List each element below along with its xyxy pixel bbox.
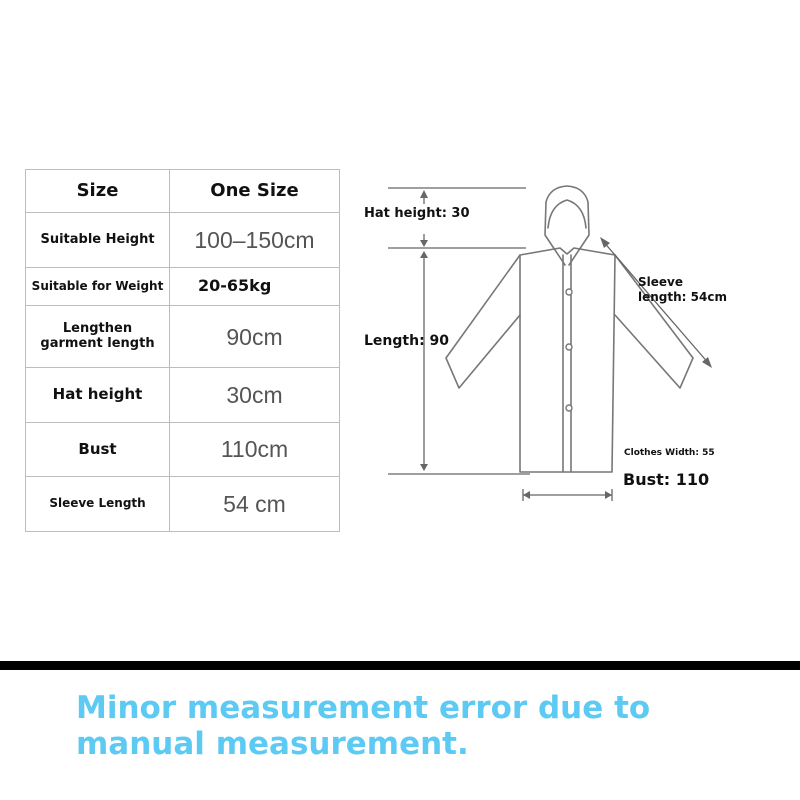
arrowhead	[600, 237, 610, 248]
divider-bar	[0, 661, 800, 670]
arrowhead	[702, 357, 712, 368]
coat-button	[565, 343, 573, 351]
sleeve-annotation-line1: Sleeve	[638, 275, 683, 289]
garment-length-label: Lengthen garment length	[25, 305, 170, 368]
suitable-weight-label: Suitable for Weight	[25, 266, 170, 307]
measurement-error-notice: Minor measurement error due to manual me…	[76, 690, 651, 762]
table-row: Hat height 30cm	[25, 366, 340, 423]
hood-inner	[547, 199, 587, 229]
table-row: Sleeve Length 54 cm	[25, 476, 340, 532]
table-row: Bust 110cm	[25, 421, 340, 478]
table-row: Suitable Height 100–150cm	[25, 212, 340, 268]
raincoat-drawing	[388, 185, 712, 501]
clothes-width-annotation: Clothes Width: 55	[624, 448, 715, 458]
suitable-height-label: Suitable Height	[25, 212, 170, 268]
arrowhead	[420, 240, 428, 247]
sleeve-length-label: Sleeve Length	[25, 476, 170, 532]
arrowhead	[523, 491, 530, 499]
right-sleeve	[614, 254, 694, 389]
garment-length-value: 90cm	[169, 305, 340, 368]
body-outline	[519, 247, 616, 473]
arrowhead	[420, 251, 428, 258]
bust-annotation: Bust: 110	[623, 470, 710, 489]
table-row: Suitable for Weight 20-65kg	[25, 266, 340, 307]
table-header-row: Size One Size	[25, 168, 340, 214]
sleeve-annotation-line2: length: 54cm	[638, 290, 727, 304]
placket	[562, 254, 572, 473]
bust-label: Bust	[25, 421, 170, 478]
arrowhead	[420, 190, 428, 198]
table-row: Lengthen garment length 90cm	[25, 305, 340, 368]
raincoat-diagram: Hat height: 30 Length: 90 Sleeve length:…	[360, 170, 780, 510]
sleeve-length-value: 54 cm	[169, 476, 340, 532]
length-annotation: Length: 90	[364, 333, 450, 349]
coat-button	[565, 404, 573, 412]
hood-outline	[544, 185, 590, 266]
hat-height-value: 30cm	[169, 366, 340, 423]
arrowhead	[420, 464, 428, 471]
hat-height-annotation: Hat height: 30	[364, 206, 470, 221]
bust-value: 110cm	[169, 421, 340, 478]
size-chart-table: Size One Size Suitable Height 100–150cm …	[25, 168, 340, 532]
left-sleeve	[445, 254, 521, 389]
sleeve-arrow	[601, 239, 711, 366]
arrowhead	[605, 491, 612, 499]
suitable-height-value: 100–150cm	[169, 212, 340, 268]
size-header: Size	[25, 168, 170, 214]
suitable-weight-value: 20-65kg	[169, 266, 340, 307]
hat-height-label: Hat height	[25, 366, 170, 423]
coat-button	[565, 288, 573, 296]
one-size-header: One Size	[169, 168, 340, 214]
